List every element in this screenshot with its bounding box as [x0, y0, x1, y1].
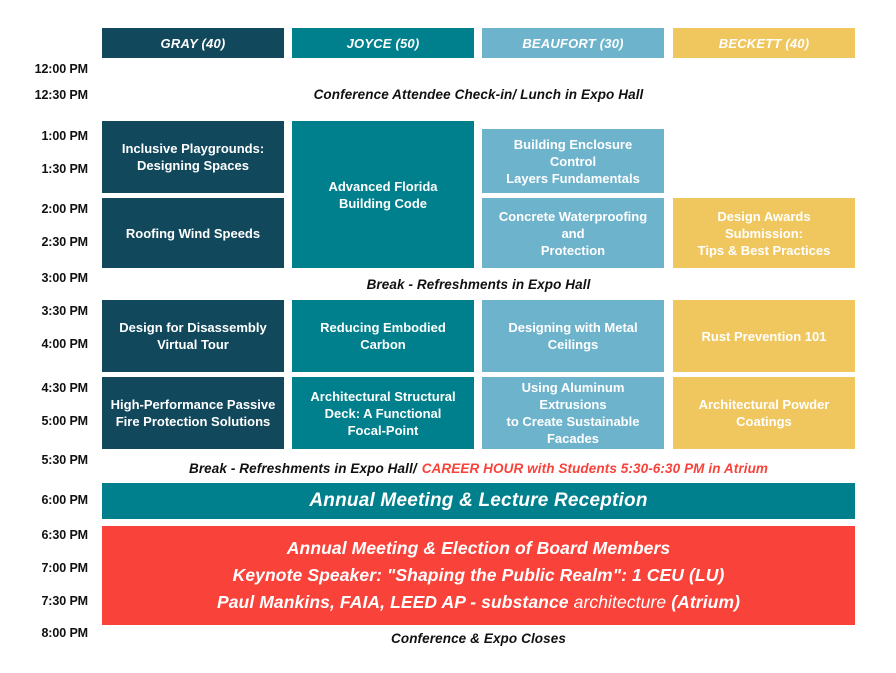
session-architectural-powder-coatings[interactable]: Architectural Powder Coatings	[673, 377, 855, 449]
note-closing-text: Conference & Expo Closes	[391, 630, 566, 646]
session-building-enclosure-control[interactable]: Building Enclosure Control Layers Fundam…	[482, 129, 664, 193]
keynote-presenter-firm: architecture	[573, 592, 667, 612]
time-label-130pm: 1:30 PM	[41, 162, 88, 176]
session-design-for-disassembly[interactable]: Design for Disassembly Virtual Tour	[102, 300, 284, 372]
time-label-700pm: 7:00 PM	[41, 561, 88, 575]
session-advanced-florida-building-code[interactable]: Advanced Florida Building Code	[292, 121, 474, 268]
time-label-330pm: 3:30 PM	[41, 304, 88, 318]
session-designing-with-metal-ceilings[interactable]: Designing with Metal Ceilings	[482, 300, 664, 372]
session-roofing-wind-speeds[interactable]: Roofing Wind Speeds	[102, 198, 284, 268]
time-label-100pm: 1:00 PM	[41, 129, 88, 143]
keynote-line-speaker: Keynote Speaker: "Shaping the Public Rea…	[232, 565, 725, 585]
time-label-230pm: 2:30 PM	[41, 235, 88, 249]
session-inclusive-playgrounds[interactable]: Inclusive Playgrounds: Designing Spaces	[102, 121, 284, 193]
session-design-awards-submission[interactable]: Design Awards Submission: Tips & Best Pr…	[673, 198, 855, 268]
time-label-500pm: 5:00 PM	[41, 414, 88, 428]
note-break-afternoon-text: Break - Refreshments in Expo Hall	[366, 276, 591, 292]
session-aluminum-extrusions-facades[interactable]: Using Aluminum Extrusions to Create Sust…	[482, 377, 664, 449]
keynote-presenter-name: Paul Mankins, FAIA, LEED AP - substance	[216, 592, 574, 612]
session-reducing-embodied-carbon[interactable]: Reducing Embodied Carbon	[292, 300, 474, 372]
keynote-line-election: Annual Meeting & Election of Board Membe…	[286, 538, 671, 558]
keynote-line-presenter: Paul Mankins, FAIA, LEED AP - substance …	[217, 589, 740, 616]
time-label-200pm: 2:00 PM	[41, 202, 88, 216]
time-label-600pm: 6:00 PM	[41, 493, 88, 507]
room-header-gray[interactable]: GRAY (40)	[102, 28, 284, 58]
time-label-730pm: 7:30 PM	[41, 594, 88, 608]
note-closing: Conference & Expo Closes	[102, 626, 855, 650]
session-concrete-waterproofing[interactable]: Concrete Waterproofing and Protection	[482, 198, 664, 268]
note-lunch: Conference Attendee Check-in/ Lunch in E…	[102, 80, 855, 108]
time-label-800pm: 8:00 PM	[41, 626, 88, 640]
note-break-afternoon: Break - Refreshments in Expo Hall	[102, 272, 855, 296]
time-label-1230pm: 12:30 PM	[34, 88, 89, 102]
time-label-1200pm: 12:00 PM	[34, 62, 89, 76]
session-high-performance-passive-fire[interactable]: High-Performance Passive Fire Protection…	[102, 377, 284, 449]
banner-annual-meeting-reception[interactable]: Annual Meeting & Lecture Reception	[102, 483, 855, 519]
session-rust-prevention-101[interactable]: Rust Prevention 101	[673, 300, 855, 372]
note-lunch-text: Conference Attendee Check-in/ Lunch in E…	[313, 86, 644, 102]
time-label-530pm: 5:30 PM	[41, 453, 88, 467]
session-architectural-structural-deck[interactable]: Architectural Structural Deck: A Functio…	[292, 377, 474, 449]
time-label-430pm: 4:30 PM	[41, 381, 88, 395]
note-break-evening-text: Break - Refreshments in Expo Hall/	[188, 460, 417, 476]
time-label-630pm: 6:30 PM	[41, 528, 88, 542]
room-header-beaufort[interactable]: BEAUFORT (30)	[482, 28, 664, 58]
banner-reception-text: Annual Meeting & Lecture Reception	[309, 490, 648, 511]
room-header-beckett[interactable]: BECKETT (40)	[673, 28, 855, 58]
keynote-presenter-location: (Atrium)	[666, 592, 741, 612]
note-career-hour-text: CAREER HOUR with Students 5:30-6:30 PM i…	[421, 460, 769, 476]
time-label-300pm: 3:00 PM	[41, 271, 88, 285]
time-label-400pm: 4:00 PM	[41, 337, 88, 351]
note-break-evening: Break - Refreshments in Expo Hall/ CAREE…	[102, 457, 855, 479]
room-header-joyce[interactable]: JOYCE (50)	[292, 28, 474, 58]
banner-keynote[interactable]: Annual Meeting & Election of Board Membe…	[102, 526, 855, 625]
